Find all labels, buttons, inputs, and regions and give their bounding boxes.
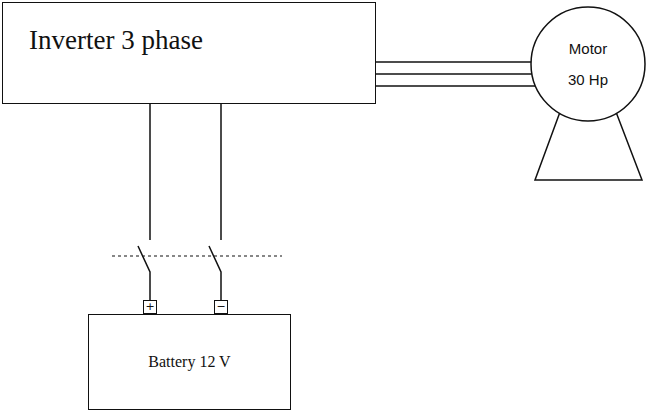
motor-outline xyxy=(530,6,646,122)
wire-connector xyxy=(209,104,221,300)
node-label: Motor xyxy=(569,40,607,57)
wire-connector xyxy=(138,104,150,300)
wire-connector xyxy=(376,73,532,75)
switch-link xyxy=(112,255,282,256)
wire-connector xyxy=(376,85,535,87)
motor-circle: Motor 30 Hp xyxy=(530,6,646,122)
inverter-box: Inverter 3 phase xyxy=(2,2,376,104)
battery-terminal: + xyxy=(143,300,157,314)
node-label: 30 Hp xyxy=(568,71,608,88)
node-label: Battery 12 V xyxy=(148,353,230,371)
node-label: Inverter 3 phase xyxy=(29,25,375,56)
motor-stand xyxy=(535,112,642,180)
wire-connector xyxy=(376,61,531,63)
battery-terminal: − xyxy=(214,300,228,314)
battery-box: Battery 12 V xyxy=(88,314,291,410)
